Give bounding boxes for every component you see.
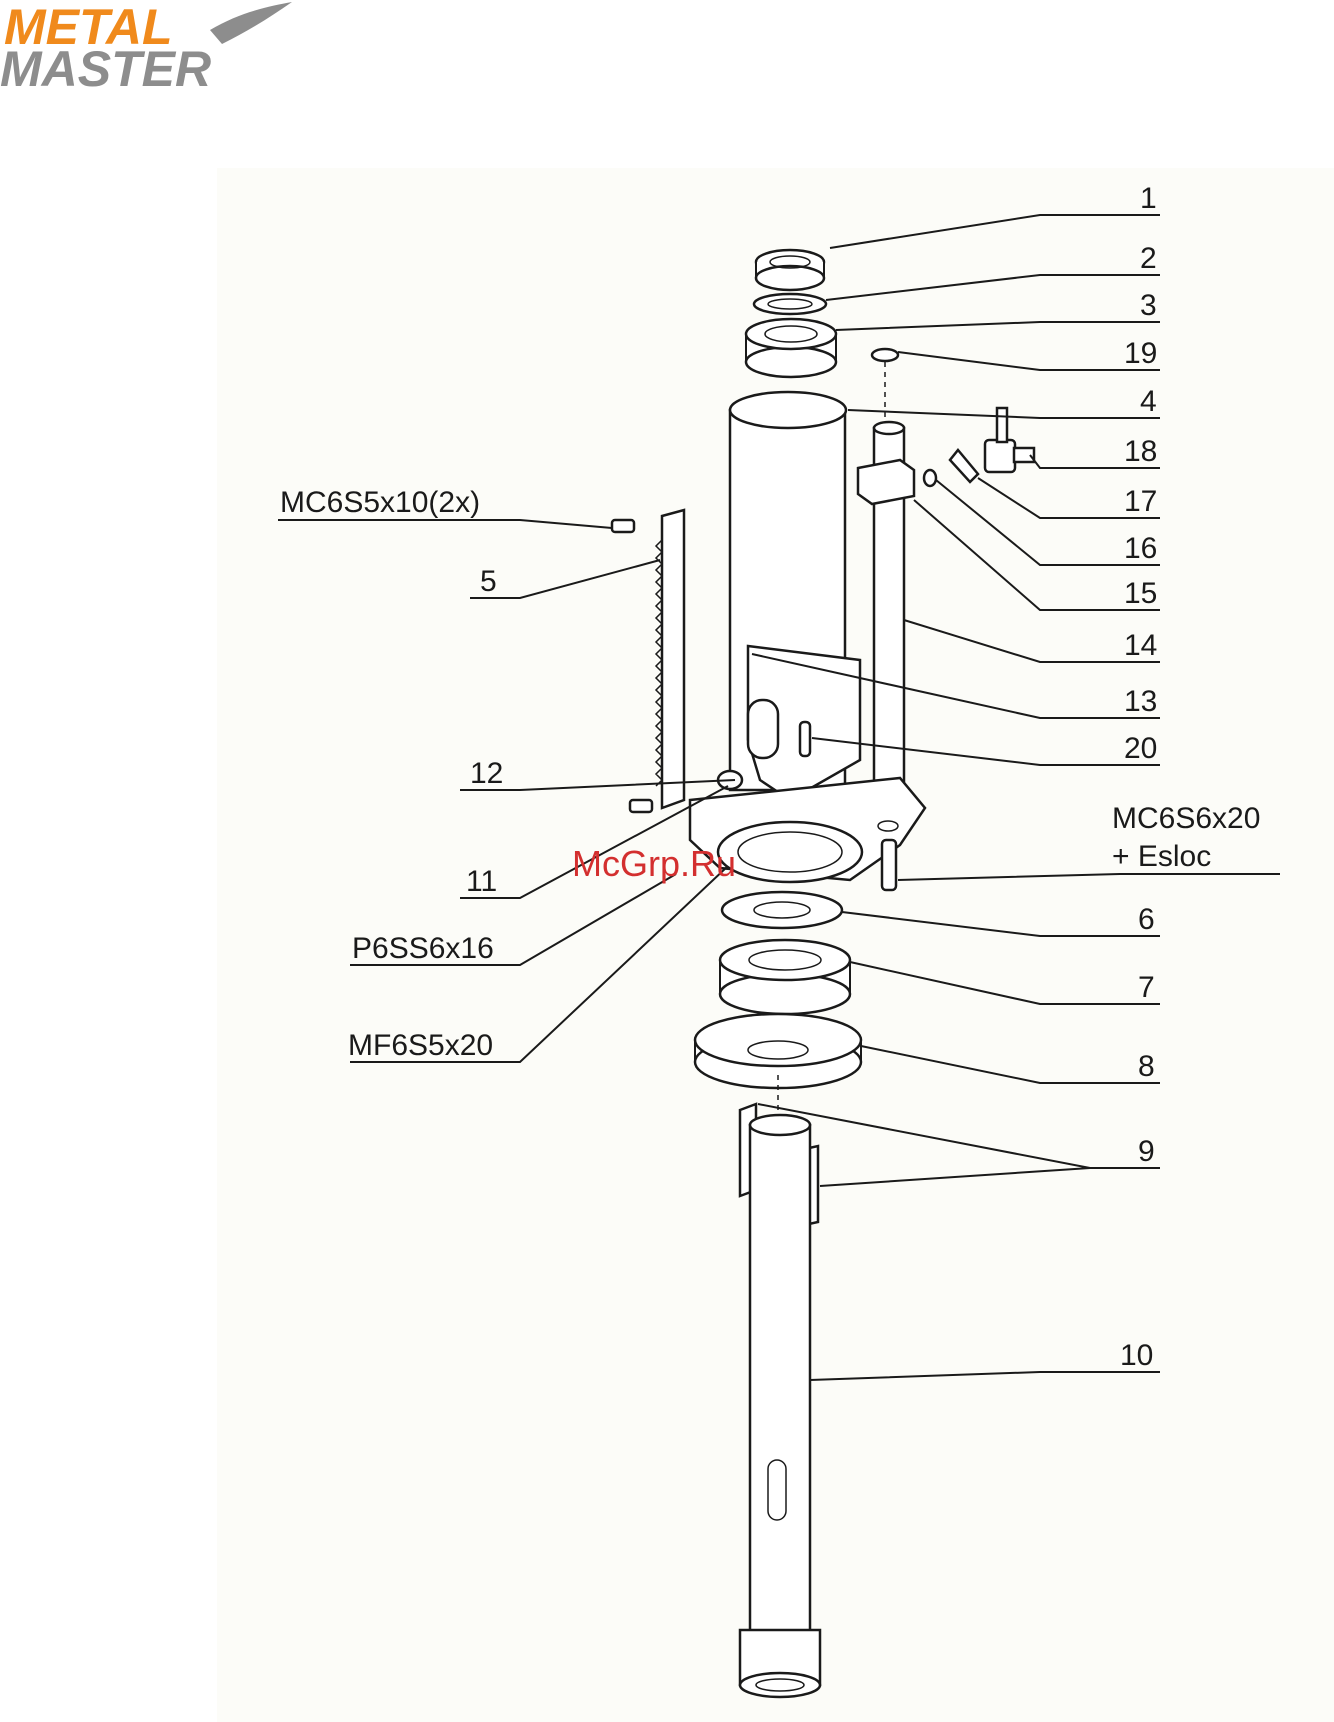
callout-20: 20 [1124, 732, 1157, 765]
part-7-roller-bearing [720, 940, 850, 1014]
callout-2: 2 [1140, 242, 1157, 275]
callout-8: 8 [1138, 1050, 1155, 1083]
part-10-shaft [740, 1115, 820, 1697]
callout-10: 10 [1120, 1339, 1153, 1372]
callout-mc6s5x10: MC6S5x10(2x) [280, 486, 480, 519]
part-3-bearing [746, 319, 836, 377]
part-17-clamp-screw [950, 450, 978, 482]
callout-13: 13 [1124, 685, 1157, 718]
part-15-clamp-block [858, 460, 914, 504]
callout-16: 16 [1124, 532, 1157, 565]
callout-esloc: + Esloc [1112, 840, 1211, 873]
callout-mc6s6x20: MC6S6x20 [1112, 802, 1260, 835]
part-1-nut [756, 250, 824, 290]
callout-1: 1 [1140, 182, 1157, 215]
callout-14: 14 [1124, 629, 1157, 662]
callout-9: 9 [1138, 1135, 1155, 1168]
callout-6: 6 [1138, 903, 1155, 936]
callout-3: 3 [1140, 289, 1157, 322]
callout-17: 17 [1124, 485, 1157, 518]
callout-12: 12 [470, 757, 503, 790]
callout-mf6s5x20: MF6S5x20 [348, 1029, 493, 1062]
part-5-rack [612, 510, 684, 812]
callout-7: 7 [1138, 971, 1155, 1004]
callout-11: 11 [466, 865, 497, 898]
part-2-lock-washer [754, 294, 826, 314]
part-19-cap [872, 349, 898, 361]
watermark: McGrp.Ru [572, 843, 736, 884]
part-16-spring [924, 470, 936, 486]
callout-5: 5 [480, 565, 497, 598]
callout-19: 19 [1124, 337, 1157, 370]
callout-4: 4 [1140, 385, 1157, 418]
callout-15: 15 [1124, 577, 1157, 610]
callout-p6ss6x16: P6SS6x16 [352, 932, 494, 965]
screw-mc6s6x20 [882, 840, 896, 890]
callout-18: 18 [1124, 435, 1157, 468]
part-6-thrust-washer [722, 892, 842, 928]
part-13-slot [748, 700, 778, 758]
part-20-pin [800, 722, 810, 756]
